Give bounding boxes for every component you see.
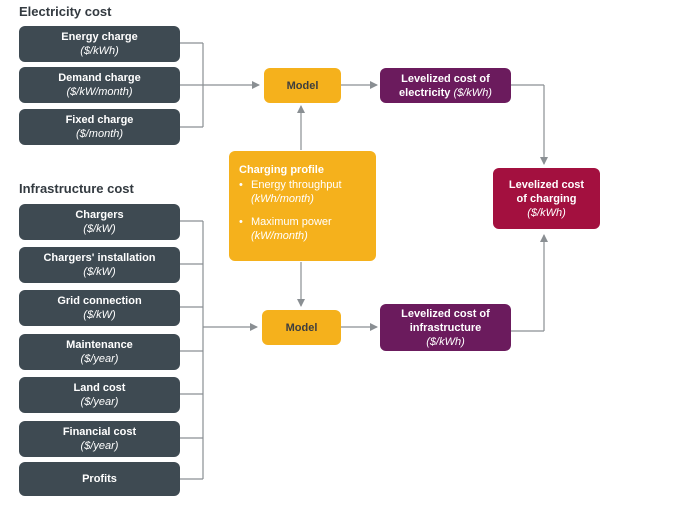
lc-infrastructure-box: Levelized cost of infrastructure ($/kWh) xyxy=(380,304,511,351)
lc-charging-line2: of charging xyxy=(516,192,577,205)
energy-charge-label: Energy charge xyxy=(61,31,138,43)
chargers-installation-unit: ($/kW) xyxy=(83,266,116,278)
model-bottom-box: Model xyxy=(262,310,341,345)
land-cost-box: Land cost ($/year) xyxy=(19,377,180,413)
energy-charge-box: Energy charge ($/kWh) xyxy=(19,26,180,62)
lc-electricity-line2: electricity xyxy=(399,86,451,99)
electricity-cost-title: Electricity cost xyxy=(19,4,112,19)
lc-infrastructure-unit: ($/kWh) xyxy=(426,335,465,348)
financial-cost-label: Financial cost xyxy=(62,426,137,438)
chargers-box: Chargers ($/kW) xyxy=(19,204,180,240)
maintenance-box: Maintenance ($/year) xyxy=(19,334,180,370)
lc-charging-line1: Levelized cost xyxy=(508,178,585,191)
chargers-label: Chargers xyxy=(75,209,124,221)
lc-charging-box: Levelized cost of charging ($/kWh) xyxy=(493,168,600,229)
maintenance-label: Maintenance xyxy=(66,339,133,351)
chargers-installation-label: Chargers' installation xyxy=(43,252,156,264)
land-cost-unit: ($/year) xyxy=(80,396,119,408)
fixed-charge-box: Fixed charge ($/month) xyxy=(19,109,180,145)
energy-throughput-label: Energy throughput xyxy=(251,179,342,191)
lc-charging-unit: ($/kWh) xyxy=(527,206,566,219)
lc-electricity-box: Levelized cost of electricity ($/kWh) xyxy=(380,68,511,103)
maximum-power-unit: (kW/month) xyxy=(251,230,308,242)
grid-connection-label: Grid connection xyxy=(57,295,142,307)
energy-charge-unit: ($/kWh) xyxy=(80,45,119,57)
charging-profile-bullet: • Maximum power (kW/month) xyxy=(239,216,332,242)
maximum-power-label: Maximum power xyxy=(251,216,332,228)
financial-cost-box: Financial cost ($/year) xyxy=(19,421,180,457)
lc-infrastructure-line1: Levelized cost of xyxy=(401,307,490,320)
profits-label: Profits xyxy=(82,473,117,485)
energy-throughput-unit: (kWh/month) xyxy=(251,193,314,205)
demand-charge-label: Demand charge xyxy=(58,72,141,84)
land-cost-label: Land cost xyxy=(73,382,126,394)
fixed-charge-label: Fixed charge xyxy=(65,114,134,126)
fixed-charge-unit: ($/month) xyxy=(75,128,124,140)
grid-connection-unit: ($/kW) xyxy=(83,309,116,321)
maintenance-unit: ($/year) xyxy=(80,353,119,365)
infrastructure-cost-title: Infrastructure cost xyxy=(19,181,134,196)
charging-profile-bullet: • Energy throughput (kWh/month) xyxy=(239,179,342,205)
profits-box: Profits xyxy=(19,462,180,496)
financial-cost-unit: ($/year) xyxy=(80,440,119,452)
lc-electricity-unit: ($/kWh) xyxy=(453,86,492,99)
lc-infrastructure-line2: infrastructure xyxy=(409,321,482,334)
grid-connection-box: Grid connection ($/kW) xyxy=(19,290,180,326)
chargers-unit: ($/kW) xyxy=(83,223,116,235)
demand-charge-unit: ($/kW/month) xyxy=(66,86,133,98)
model-top-box: Model xyxy=(264,68,341,103)
charging-profile-title: Charging profile xyxy=(239,164,324,176)
charging-profile-box: Charging profile • Energy throughput (kW… xyxy=(229,151,376,261)
lc-electricity-line1: Levelized cost of xyxy=(401,72,490,85)
chargers-installation-box: Chargers' installation ($/kW) xyxy=(19,247,180,283)
demand-charge-box: Demand charge ($/kW/month) xyxy=(19,67,180,103)
